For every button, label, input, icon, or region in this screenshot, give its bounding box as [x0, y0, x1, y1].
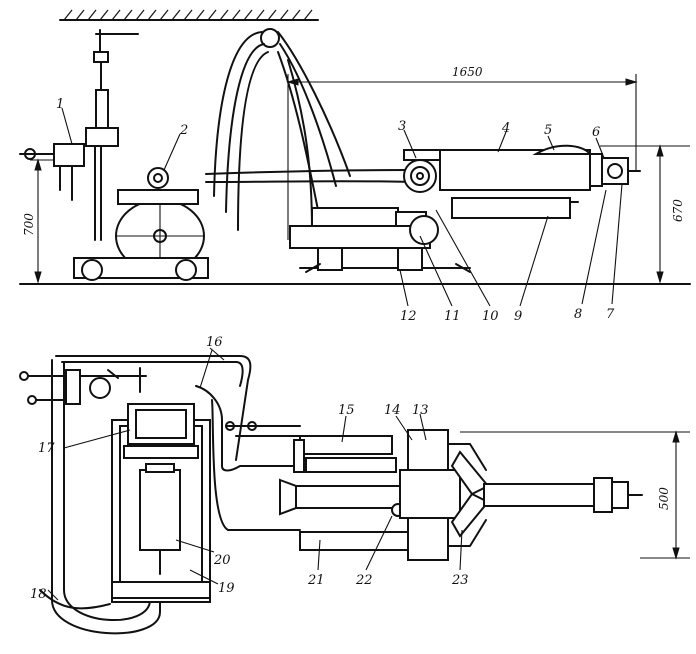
callout-10: 10	[482, 309, 499, 324]
hose-bundle	[205, 28, 411, 231]
valve-block-plan	[19, 367, 147, 405]
valve-block-1	[19, 143, 85, 201]
dimension-670: 670	[600, 144, 690, 284]
callout-22: 22	[355, 573, 373, 588]
callout-12: 12	[400, 309, 417, 324]
motor-plan	[111, 403, 211, 603]
callout-3: 3	[398, 119, 406, 134]
callout-11: 11	[444, 309, 461, 324]
callout-1: 1	[56, 97, 64, 112]
control-column	[85, 29, 139, 241]
callout-18: 18	[30, 587, 47, 602]
callout-4: 4	[501, 121, 510, 136]
callout-13: 13	[412, 403, 429, 418]
cylinder-15	[279, 435, 411, 551]
callout-23: 23	[451, 573, 469, 588]
callout-17: 17	[38, 441, 55, 456]
callout-21: 21	[307, 573, 325, 588]
motor-pump-2	[73, 167, 209, 281]
plan-valves	[225, 421, 301, 437]
callout-2: 2	[179, 123, 188, 138]
plan-view-leaders	[47, 347, 463, 601]
callout-5: 5	[544, 123, 552, 138]
callout-16: 16	[206, 335, 223, 350]
dimension-700: 700	[22, 158, 60, 284]
callout-7: 7	[606, 307, 615, 322]
dim-1650-label: 1650	[452, 65, 483, 79]
ceiling-hatch	[59, 9, 319, 21]
dim-500-label: 500	[657, 487, 671, 510]
dim-670-label: 670	[671, 199, 685, 222]
plan-view: 500	[19, 335, 690, 635]
pump-cart	[289, 207, 471, 273]
callout-15: 15	[338, 403, 355, 418]
dimension-500: 500	[460, 430, 690, 560]
callout-19: 19	[218, 581, 235, 596]
callout-8: 8	[574, 307, 582, 322]
side-view: 700 1650 670	[19, 9, 691, 324]
central-block	[399, 429, 643, 561]
callout-9: 9	[514, 309, 522, 324]
callout-6: 6	[592, 125, 600, 140]
head-assembly	[403, 144, 641, 219]
callout-14: 14	[384, 403, 401, 418]
side-view-leaders	[61, 107, 623, 307]
hose-loops	[39, 355, 301, 635]
callout-20: 20	[213, 553, 231, 568]
dim-700-label: 700	[22, 213, 36, 236]
dimension-1650: 1650	[286, 65, 638, 240]
